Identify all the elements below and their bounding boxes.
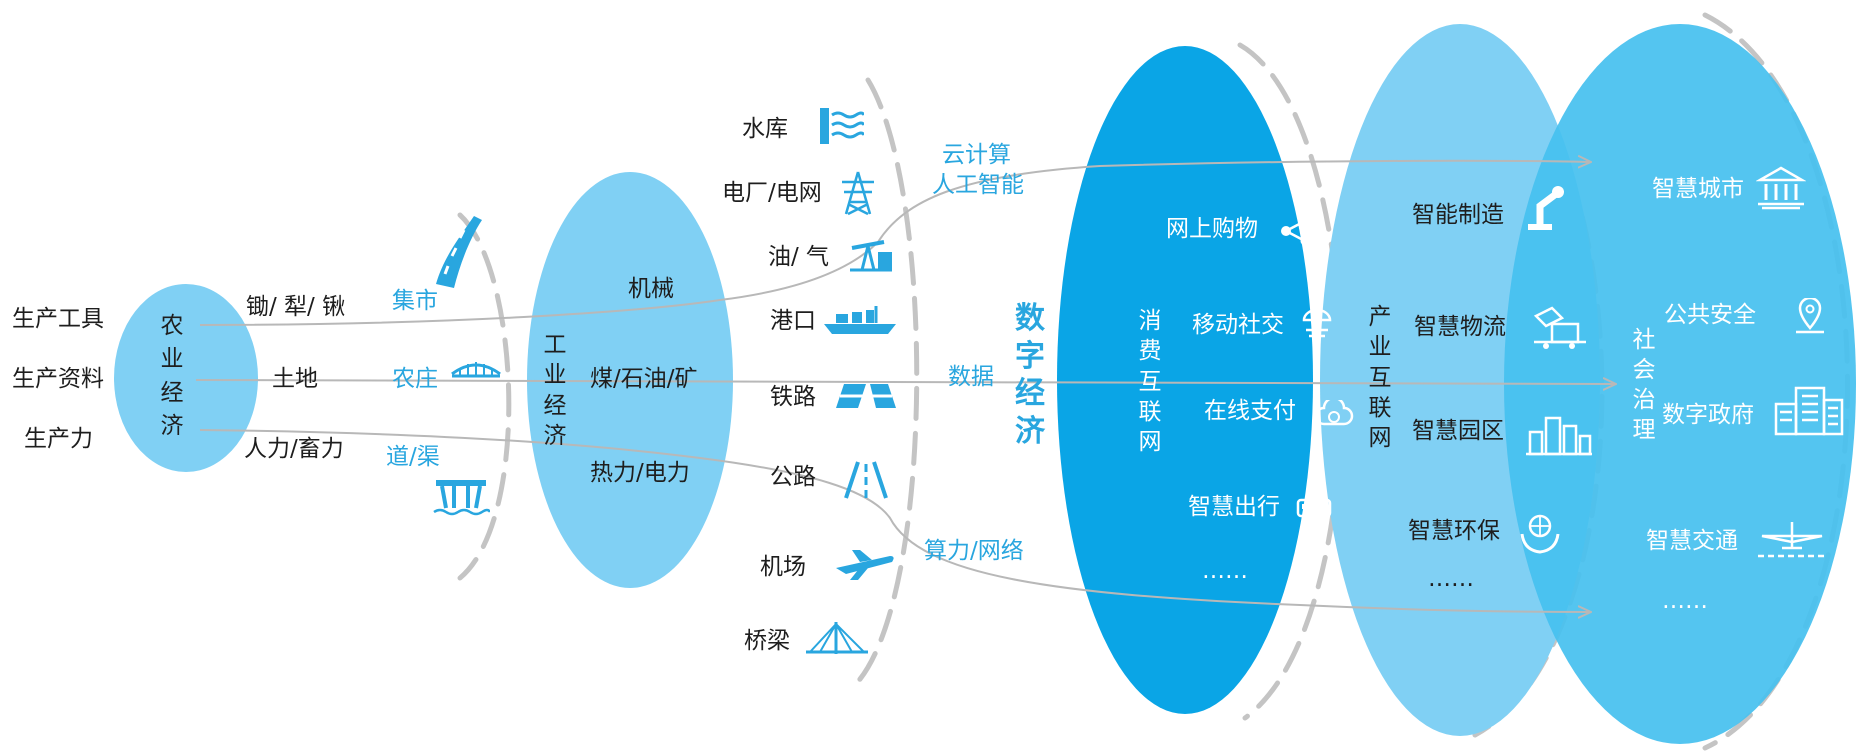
ind-infra-power-plant: 电厂/电网	[722, 180, 822, 206]
consumer-item-travel: 智慧出行	[1188, 494, 1280, 520]
ind-infra-oil: 油/ 气	[768, 244, 830, 270]
consumer-item-pay: 在线支付	[1204, 398, 1296, 424]
agri-halo	[457, 212, 512, 581]
road-icon	[436, 216, 482, 288]
share-icon	[1281, 216, 1310, 246]
ind-infra-bridge: 桥梁	[744, 628, 790, 654]
agri-infra-canal: 道/渠	[386, 444, 440, 470]
agri-link-tool: 锄/ 犁/ 锹	[246, 294, 346, 320]
agri-infra-farm: 农庄	[392, 366, 438, 392]
digital-link-data: 数据	[948, 364, 994, 390]
social-item-city: 智慧城市	[1652, 176, 1744, 202]
consumer-title: 消费互联网	[1138, 308, 1162, 456]
agri-ellipse	[114, 284, 258, 472]
flow-line-bottom	[199, 429, 1590, 612]
cloud-pay-icon	[1314, 400, 1354, 426]
industry-net-title: 产业互联网	[1368, 304, 1392, 452]
industry-net-item-more: ……	[1428, 566, 1474, 592]
ind-infra-port: 港口	[770, 308, 816, 334]
social-item-safety: 公共安全	[1664, 302, 1756, 328]
consumer-ellipse	[1057, 46, 1313, 714]
flow-line-mid	[195, 380, 1615, 384]
dam-icon	[433, 480, 490, 516]
agri-infra-market: 集市	[392, 288, 438, 314]
ind-halo	[852, 77, 920, 688]
ind-item-heat: 热力/电力	[590, 460, 690, 486]
power-tower-icon	[842, 171, 874, 216]
digital-link-ai: 人工智能	[932, 172, 1024, 198]
logistics-icon	[1533, 306, 1586, 349]
cable-bridge-icon	[806, 622, 868, 654]
industry-net-item-mfg: 智能制造	[1412, 202, 1504, 228]
plane-icon	[836, 550, 894, 580]
oil-pump-icon	[850, 240, 892, 272]
consumer-halo	[1237, 42, 1345, 721]
office-building-icon	[1774, 386, 1844, 436]
consumer-item-social: 移动社交	[1192, 312, 1284, 338]
digital-link-cloud: 云计算	[942, 142, 1011, 168]
airplane-traffic-icon	[1758, 522, 1826, 558]
ship-icon	[824, 306, 896, 334]
ind-item-energy: 煤/石油/矿	[590, 366, 698, 392]
rail-icon	[836, 384, 896, 408]
satellite-icon	[1302, 308, 1332, 338]
social-item-gov: 数字政府	[1662, 402, 1754, 428]
industry-net-item-eco: 智慧环保	[1408, 518, 1500, 544]
city-hall-icon	[1756, 166, 1806, 210]
water-icon	[820, 108, 864, 144]
industry-net-item-logistics: 智慧物流	[1414, 314, 1506, 340]
ind-infra-airport: 机场	[760, 554, 806, 580]
digital-link-compute: 算力/网络	[924, 538, 1024, 564]
social-item-more: ……	[1662, 588, 1708, 614]
location-pin-icon	[1796, 298, 1824, 334]
bridge-icon	[451, 362, 501, 378]
consumer-item-shop: 网上购物	[1166, 216, 1258, 242]
ind-infra-reservoir: 水库	[742, 116, 788, 142]
ind-item-machine: 机械	[628, 276, 674, 302]
industry-net-item-park: 智慧园区	[1412, 418, 1504, 444]
social-title: 社会治理	[1632, 327, 1656, 443]
highway-icon	[844, 461, 888, 499]
input-material: 生产资料	[12, 366, 104, 392]
agri-link-power: 人力/畜力	[244, 436, 344, 462]
digital-title: 数字经济	[1015, 301, 1045, 449]
consumer-item-more: ……	[1202, 558, 1248, 584]
ind-infra-road: 公路	[770, 464, 816, 490]
robot-arm-icon	[1528, 186, 1564, 230]
ind-ellipse	[527, 172, 733, 588]
globe-hands-icon	[1520, 514, 1560, 554]
agri-link-land: 土地	[272, 366, 318, 392]
input-power: 生产力	[24, 426, 93, 452]
input-tool: 生产工具	[12, 306, 104, 332]
agri-title: 农业经济	[160, 313, 184, 440]
social-item-traffic: 智慧交通	[1646, 528, 1738, 554]
ind-title: 工业经济	[543, 332, 567, 450]
buildings-icon	[1526, 416, 1592, 456]
ind-infra-rail: 铁路	[770, 384, 816, 410]
bus-icon	[1296, 498, 1332, 521]
